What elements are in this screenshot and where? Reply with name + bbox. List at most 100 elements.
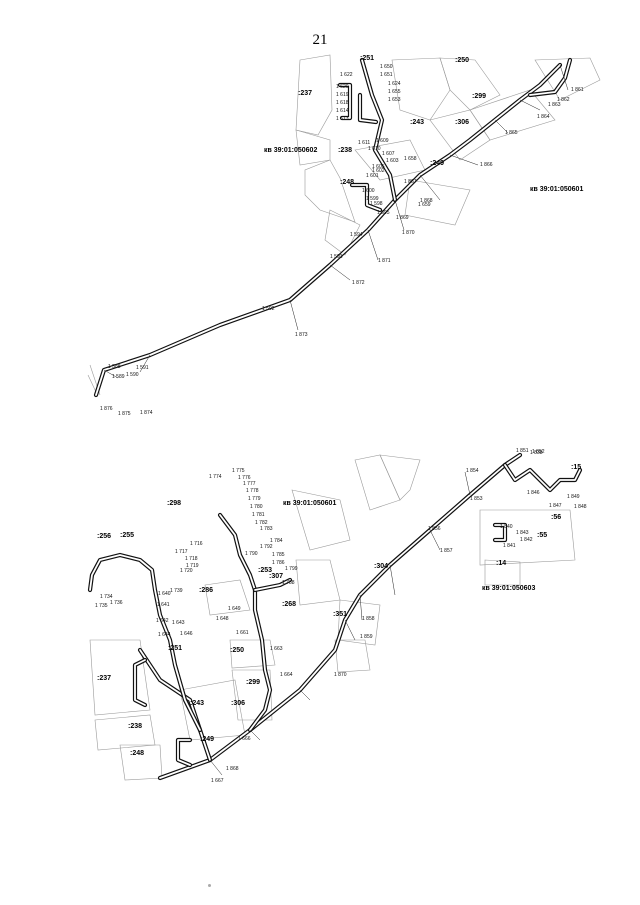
point-label: 1 648 [216, 616, 229, 622]
page-number: 21 [312, 32, 328, 48]
point-label: 1 783 [260, 526, 273, 532]
point-label: 1 856 [428, 526, 441, 532]
point-label: 1 590 [126, 372, 139, 378]
point-label: 1 777 [243, 481, 256, 487]
plot-label: :286 [199, 587, 213, 594]
point-label: 1 595 [377, 210, 390, 216]
point-label: 1 868 [226, 766, 239, 772]
plot-label: :304 [374, 563, 388, 570]
point-label: 1 870 [402, 230, 415, 236]
footer-mark [208, 884, 211, 887]
point-label: 1 873 [295, 332, 308, 338]
point-label: 1 863 [548, 102, 561, 108]
point-label: 1 838 [530, 450, 543, 456]
plot-label: :298 [167, 500, 181, 507]
point-label: 1 859 [360, 634, 373, 640]
point-label: 1 780 [250, 504, 263, 510]
plot-label: :237 [97, 675, 111, 682]
point-label: 1 667 [211, 778, 224, 784]
plot-label: :15 [571, 464, 581, 471]
plot-label: :250 [230, 647, 244, 654]
point-label: 1 852 [532, 449, 545, 455]
plot-label: :248 [130, 750, 144, 757]
point-label: 1 876 [100, 406, 113, 412]
point-label: 1 601 [366, 173, 379, 179]
top-quarter-label: кв 39:01:050601 [530, 186, 583, 193]
bottom-parcel-boundaries [89, 454, 576, 781]
plot-label: :268 [282, 601, 296, 608]
plot-label: :237 [298, 90, 312, 97]
point-label: 1 799 [285, 566, 298, 572]
plot-label: :253 [258, 567, 272, 574]
plot-label: :238 [338, 147, 352, 154]
point-label: 1 849 [567, 494, 580, 500]
point-label: 1 869 [396, 215, 409, 221]
point-label: 1 600 [362, 188, 375, 194]
top-ticks [103, 64, 569, 379]
plot-label: :248 [340, 179, 354, 186]
point-label: 1 609 [376, 138, 389, 144]
point-label: 1 593 [330, 254, 343, 260]
plot-label: :256 [97, 533, 111, 540]
point-label: 1 790 [245, 551, 258, 557]
point-label: 1 605 [372, 164, 385, 170]
point-label: 1 649 [228, 606, 241, 612]
point-label: 1 653 [388, 97, 401, 103]
point-label: 1 588 [108, 364, 121, 370]
plot-label: :14 [496, 560, 506, 567]
point-label: 1 870 [334, 672, 347, 678]
point-label: 1 854 [466, 468, 479, 474]
point-label: 1 614 [336, 108, 349, 114]
point-label: 1 843 [516, 530, 529, 536]
point-label: 1 659 [418, 202, 431, 208]
point-label: 1 641 [157, 602, 170, 608]
point-label: 1 858 [362, 616, 375, 622]
point-label: 1 663 [270, 646, 283, 652]
plot-label: :306 [455, 119, 469, 126]
point-label: 1 840 [500, 524, 513, 530]
point-label: 1 717 [175, 549, 188, 555]
point-label: 1 781 [252, 512, 265, 518]
point-label: 1 651 [380, 72, 393, 78]
point-label: 1 613 [336, 116, 349, 122]
point-label: 1 666 [238, 736, 251, 742]
plot-label: :251 [360, 55, 374, 62]
point-label: 1 603 [386, 158, 399, 164]
bottom-quarter-label: кв 39:01:050601 [283, 500, 336, 507]
point-label: 1 778 [246, 488, 259, 494]
point-label: 1 718 [185, 556, 198, 562]
point-label: 1 658 [404, 156, 417, 162]
point-label: 1 851 [516, 448, 529, 454]
plot-label: :299 [472, 93, 486, 100]
point-label: 1 861 [571, 87, 584, 93]
point-label: 1 875 [118, 411, 131, 417]
point-label: 1 786 [272, 560, 285, 566]
point-label: 1 610 [368, 146, 381, 152]
point-label: 1 655 [388, 89, 401, 95]
plot-label: :249 [200, 736, 214, 743]
plot-label: :249 [430, 160, 444, 167]
point-label: 1 788 [282, 580, 295, 586]
plot-label: :56 [551, 514, 561, 521]
point-label: 1 598 [370, 201, 383, 207]
point-label: 1 618 [336, 100, 349, 106]
point-label: 1 664 [280, 672, 293, 678]
point-label: 1 661 [236, 630, 249, 636]
point-label: 1 776 [238, 475, 251, 481]
point-label: 1 864 [537, 114, 550, 120]
bottom-labels: кв 39:01:050601 кв 39:01:050603 :298 :25… [95, 448, 587, 784]
point-label: 1 872 [352, 280, 365, 286]
point-label: 1 865 [505, 130, 518, 136]
point-label: 1 592 [262, 306, 275, 312]
plot-label: :351 [333, 611, 347, 618]
point-label: 1 644 [158, 632, 171, 638]
point-label: 1 792 [260, 544, 273, 550]
plot-label: :307 [269, 573, 283, 580]
point-label: 1 719 [186, 563, 199, 569]
point-label: 1 779 [248, 496, 261, 502]
point-label: 1 868 [420, 198, 433, 204]
plot-label: :238 [128, 723, 142, 730]
top-quarter-label: кв 39:01:050602 [264, 147, 317, 154]
